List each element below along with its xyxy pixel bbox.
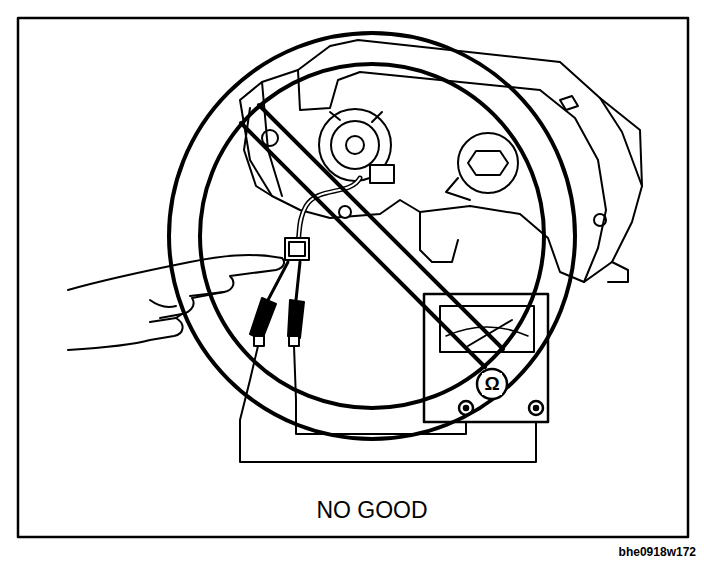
ohm-symbol-holder: Ω: [482, 373, 501, 395]
figure-code-holder: bhe0918w172: [617, 542, 698, 560]
prohibition-sign: [169, 33, 575, 439]
figure-frame: [18, 18, 688, 537]
ohm-symbol: Ω: [482, 373, 501, 395]
figure-code: bhe0918w172: [617, 546, 698, 560]
caption-label: NO GOOD: [314, 497, 429, 523]
ohm-dial-ring: [477, 369, 507, 399]
caption-label-holder: NO GOOD: [314, 497, 429, 523]
hand: [68, 255, 284, 350]
